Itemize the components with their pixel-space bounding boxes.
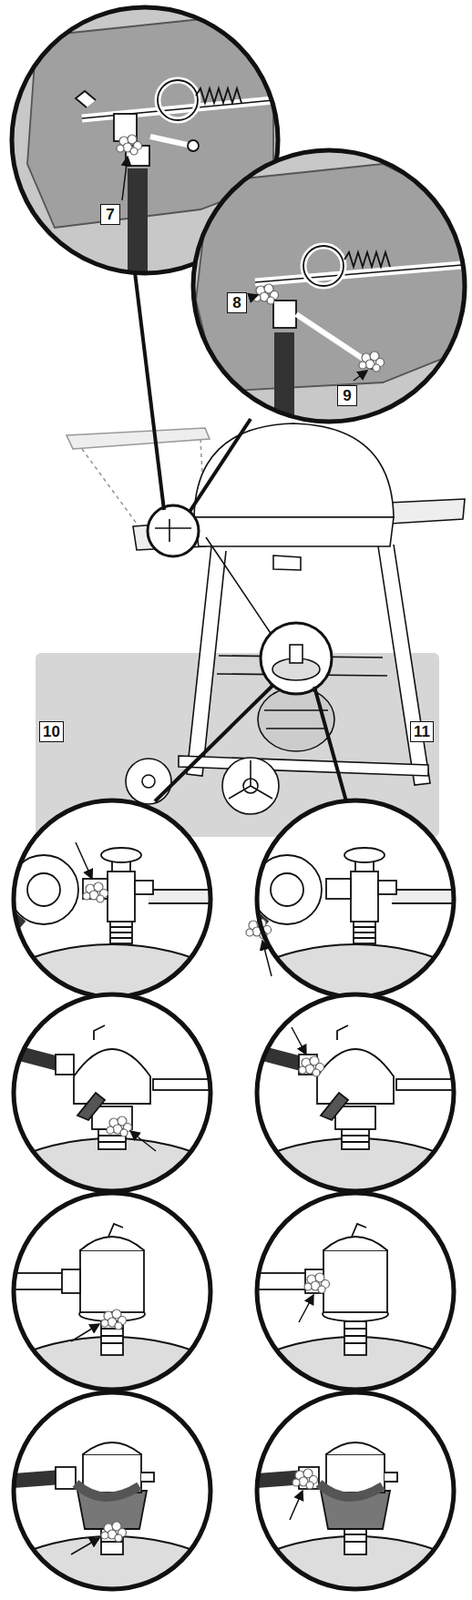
- callout-box: 8: [226, 292, 247, 314]
- detail-circle: [182, 136, 472, 438]
- callout-number: 7: [105, 206, 114, 223]
- callout-number: 11: [413, 724, 431, 740]
- callout-box: 9: [337, 385, 358, 407]
- detail-circles: [0, 799, 472, 1600]
- pointer-arrows: [122, 156, 368, 381]
- grill-illustration: [66, 423, 465, 815]
- callout-number: 10: [42, 724, 61, 740]
- callout-box: 11: [410, 721, 434, 743]
- callout-box: 10: [39, 721, 64, 743]
- callout-box: 7: [100, 204, 121, 226]
- callout-number: 9: [342, 388, 351, 404]
- callout-number: 8: [232, 295, 241, 311]
